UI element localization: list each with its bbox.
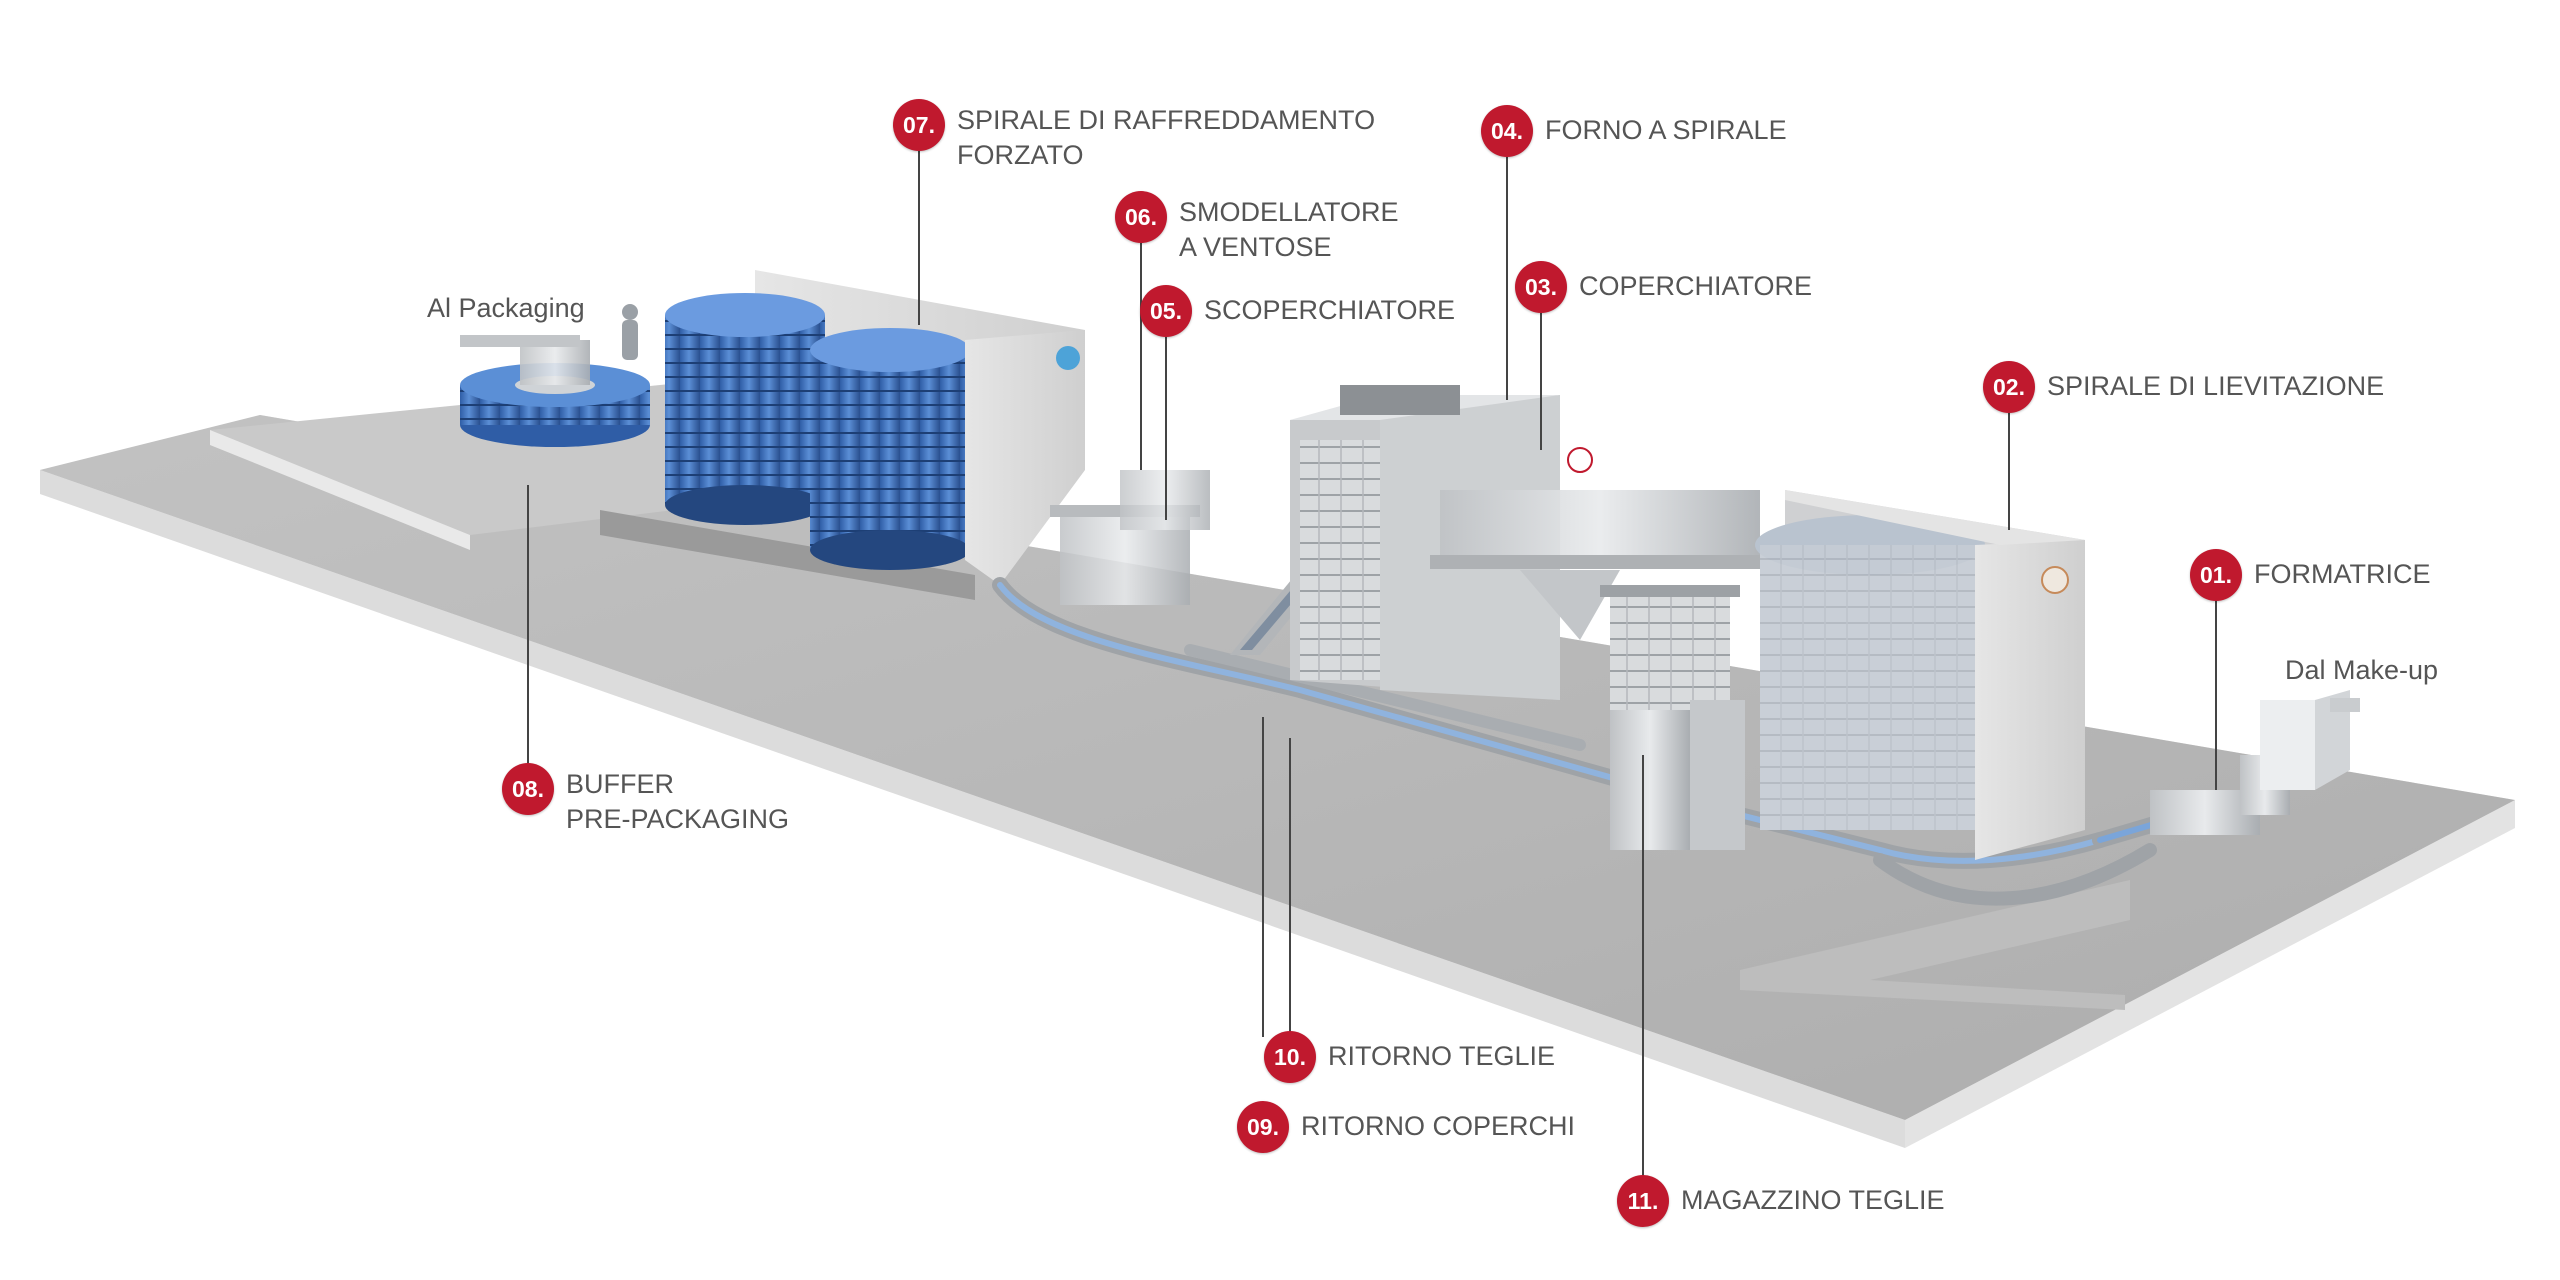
worker-figure [622,304,638,360]
station-label: COPERCHIATORE [1579,271,1813,301]
floor-slab [40,375,2515,1148]
tray-store [1600,585,1745,850]
station-label: MAGAZZINO TEGLIE [1681,1185,1945,1215]
cooling-spiral [600,270,1085,600]
callout-forno-spirale: 04. FORNO A SPIRALE [1481,105,1787,157]
station-label: SMODELLATORE A VENTOSE [1179,197,1399,262]
station-label: SPIRALE DI RAFFREDDAMENTO FORZATO [957,105,1376,170]
station-number-badge: 05. [1140,285,1192,337]
al-packaging-label: Al Packaging [427,293,585,323]
conveyors [992,577,2278,906]
station-number-badge: 04. [1481,105,1533,157]
station-label: FORNO A SPIRALE [1545,115,1787,145]
buffer-spiral [460,335,650,447]
callout-ritorno-coperchi: 09. RITORNO COPERCHI [1237,1101,1575,1153]
callout-magazzino-teglie: 11. MAGAZZINO TEGLIE [1617,1175,1945,1227]
station-number-badge: 07. [893,99,945,151]
leader-lines [527,151,2217,1177]
spiral-oven [1290,385,1593,700]
callout-scoperchiatore: 05. SCOPERCHIATORE [1140,285,1455,337]
station-number-badge: 09. [1237,1101,1289,1153]
callout-spirale-raffreddamento: 07. SPIRALE DI RAFFREDDAMENTO FORZATO [893,99,1375,173]
station-label: FORMATRICE [2254,559,2431,589]
station-label: RITORNO COPERCHI [1301,1111,1576,1141]
demoulder-station [1050,470,1210,605]
lidder-platform [1430,490,1770,640]
callout-ritorno-teglie: 10. RITORNO TEGLIE [1264,1031,1555,1083]
station-label: SCOPERCHIATORE [1204,295,1456,325]
callout-buffer: 08. BUFFER PRE-PACKAGING [502,763,789,837]
former-machine [2150,690,2360,835]
station-label: SPIRALE DI LIEVITAZIONE [2047,371,2385,401]
station-number-badge: 03. [1515,261,1567,313]
station-number-badge: 02. [1983,361,2035,413]
callout-coperchiatore: 03. COPERCHIATORE [1515,261,1812,313]
callout-smodellatore: 06. SMODELLATORE A VENTOSE [1115,191,1399,265]
station-number-badge: 06. [1115,191,1167,243]
station-number-badge: 08. [502,763,554,815]
station-number-badge: 10. [1264,1031,1316,1083]
station-number-badge: 01. [2190,549,2242,601]
callout-spirale-lievitazione: 02. SPIRALE DI LIEVITAZIONE [1983,361,2384,413]
station-label: BUFFER PRE-PACKAGING [566,769,790,834]
callout-formatrice: 01. FORMATRICE [2190,549,2431,601]
dal-makeup-label: Dal Make-up [2285,655,2439,685]
station-label: RITORNO TEGLIE [1328,1041,1556,1071]
station-number-badge: 11. [1617,1175,1669,1227]
proofing-spiral [1755,490,2085,860]
